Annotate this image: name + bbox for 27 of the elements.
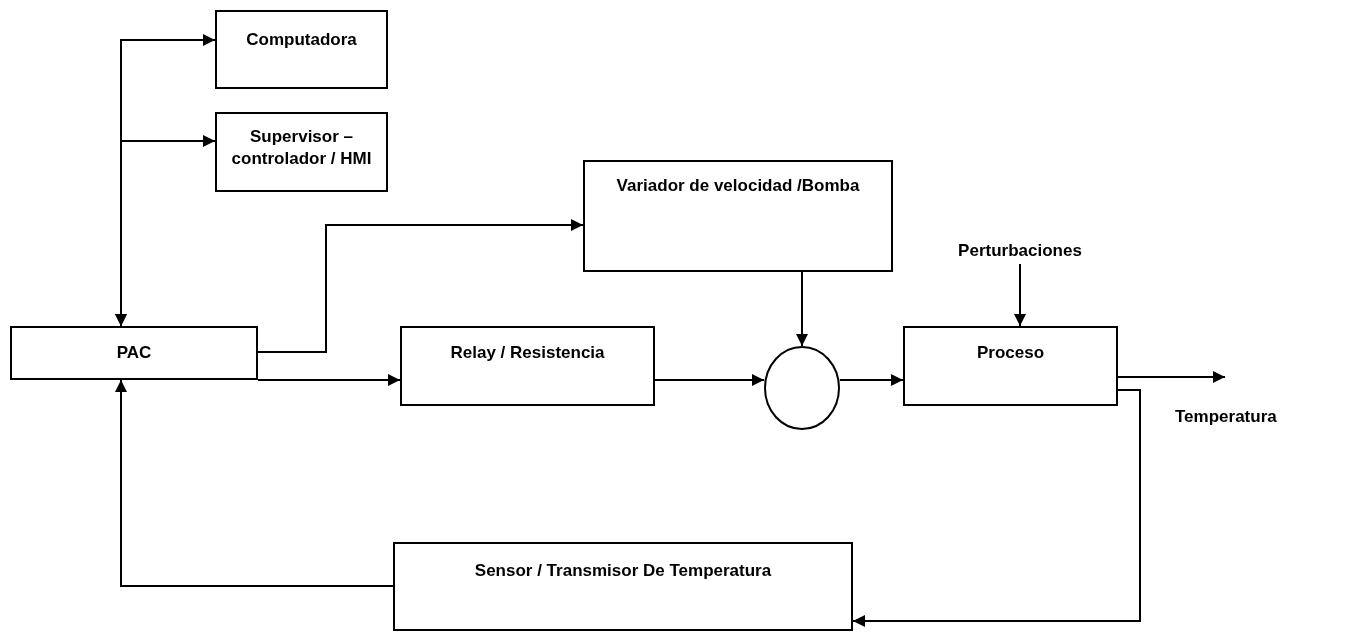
arrow — [257, 374, 401, 386]
output-label: Temperatura — [1175, 407, 1277, 427]
process-box — [215, 10, 388, 89]
arrow — [796, 271, 808, 347]
box-label: Supervisor – controlador / HMI — [230, 126, 373, 170]
process-box — [400, 326, 655, 406]
process-box — [583, 160, 893, 272]
arrow — [115, 135, 216, 327]
process-box — [10, 326, 258, 380]
arrow — [1014, 263, 1026, 327]
box-label: Sensor / Transmisor De Temperatura — [474, 560, 772, 582]
box-label: PAC — [116, 342, 152, 364]
summing-junction-circle — [764, 346, 840, 430]
arrow — [654, 374, 765, 386]
process-box — [215, 112, 388, 192]
process-box — [393, 542, 853, 631]
box-label: Computadora — [246, 29, 357, 51]
process-box — [903, 326, 1118, 406]
box-label: Proceso — [976, 342, 1045, 364]
box-label: Relay / Resistencia — [450, 342, 605, 364]
input-label: Perturbaciones — [958, 240, 1082, 262]
arrow — [852, 389, 1141, 627]
arrow — [257, 219, 584, 353]
box-label: Variador de velocidad /Bomba — [616, 175, 860, 197]
arrow — [115, 379, 394, 587]
arrow — [839, 374, 904, 386]
arrow — [1117, 371, 1226, 383]
